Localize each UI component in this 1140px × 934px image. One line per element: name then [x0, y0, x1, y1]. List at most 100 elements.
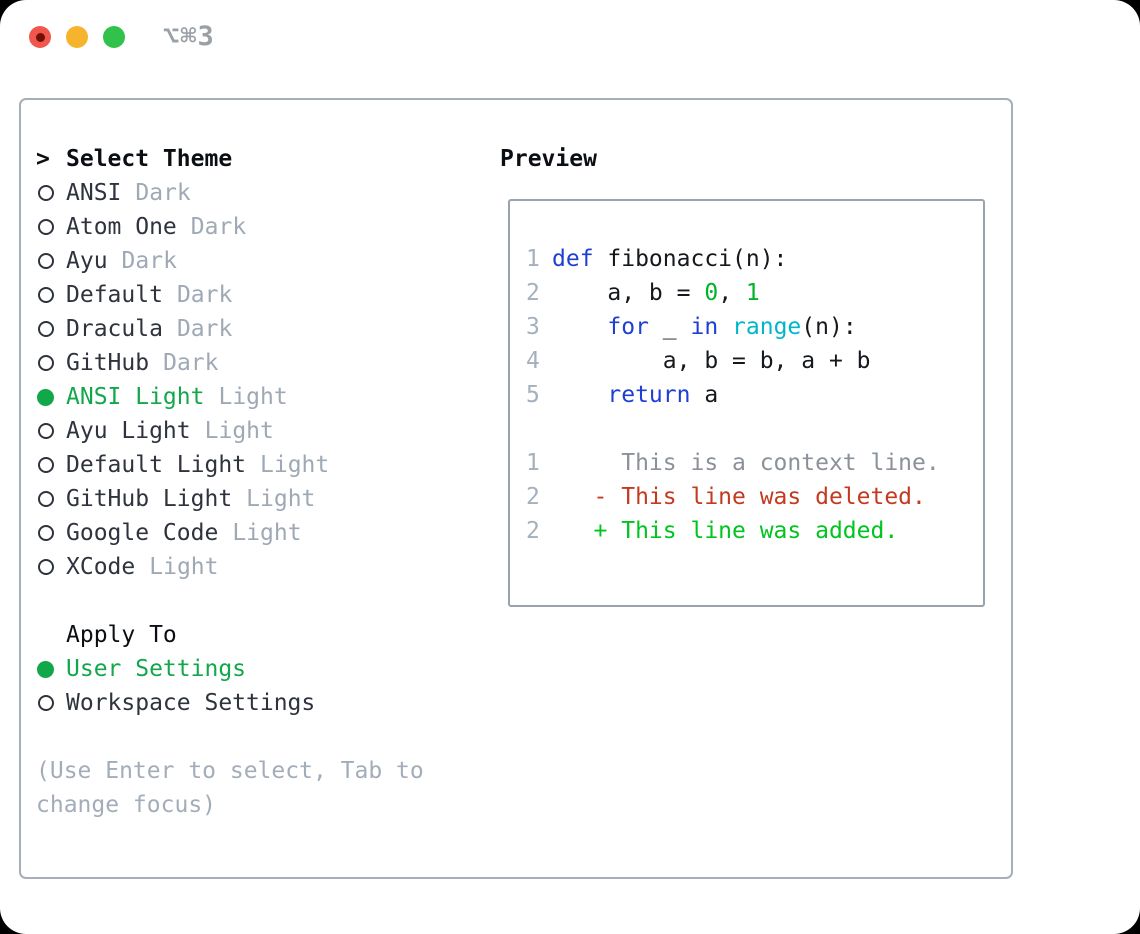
theme-option-label: Default: [66, 282, 163, 308]
radio-marker: [36, 652, 66, 686]
radio-marker: [36, 414, 66, 448]
preview-code-line-3: 3 for _ in range(n):: [526, 310, 983, 344]
code-segment-num: 0: [704, 280, 719, 306]
theme-variant-tag: Light: [246, 486, 316, 512]
keyboard-shortcut-label: ⌥⌘3: [163, 21, 215, 52]
radio-selected-icon: [37, 388, 54, 406]
preview-code-line-2: 2 a, b = 0, 1: [526, 276, 983, 310]
code-segment-plain: (n):: [801, 314, 857, 340]
select-theme-title: Select Theme: [66, 146, 233, 172]
zoom-button[interactable]: [103, 26, 125, 48]
theme-variant-tag: Light: [204, 418, 274, 444]
code-segment-plain: a, b = b, a + b: [552, 348, 871, 374]
help-text-line-2: change focus): [36, 792, 217, 818]
help-text: (Use Enter to select, Tab to change focus…: [36, 754, 481, 822]
select-theme-header: > Select Theme: [36, 142, 481, 176]
line-number: 1: [526, 450, 540, 476]
code-segment-plain: [552, 310, 607, 344]
radio-marker: [36, 278, 66, 312]
line-number: 2: [526, 484, 540, 510]
preview-diff-added-line-9: 2 + This line was added.: [526, 514, 983, 548]
theme-variant-tag: Light: [232, 520, 302, 546]
preview-title: Preview: [500, 146, 597, 172]
radio-unselected-icon: [38, 355, 54, 371]
preview-diff-deleted-line-8: 2 - This line was deleted.: [526, 480, 983, 514]
apply-to-header: Apply To: [36, 618, 481, 652]
code-segment-plain: fibonacci(n):: [593, 246, 788, 272]
apply-to-marker-space: [36, 618, 66, 652]
code-segment-plain: [552, 480, 594, 514]
code-segment-plain: ,: [718, 280, 746, 306]
code-segment-add: + This line was added.: [593, 518, 899, 544]
radio-marker: [36, 448, 66, 482]
theme-option-label: GitHub Light: [66, 486, 233, 512]
code-segment-plain: [552, 378, 607, 412]
line-number: 2: [526, 280, 540, 306]
theme-option-label: Dracula: [66, 316, 163, 342]
apply-option-user-settings[interactable]: User Settings: [36, 652, 481, 686]
code-segment-plain: [552, 514, 594, 548]
prompt-chevron-icon: >: [36, 146, 50, 172]
radio-unselected-icon: [38, 457, 54, 473]
radio-unselected-icon: [38, 219, 54, 235]
radio-marker: [36, 210, 66, 244]
theme-option-label: XCode: [66, 554, 136, 580]
code-segment-kw: in: [690, 314, 719, 340]
theme-variant-tag: Light: [218, 384, 288, 410]
radio-marker: [36, 312, 66, 346]
close-button[interactable]: [29, 26, 51, 48]
code-segment-plain: a, b =: [552, 280, 705, 306]
preview-code-line-4: 4 a, b = b, a + b: [526, 344, 983, 378]
code-segment-kw: for: [607, 314, 649, 340]
help-text-line-1: (Use Enter to select, Tab to: [36, 758, 424, 784]
radio-unselected-icon: [38, 287, 54, 303]
code-segment-kw: def: [552, 246, 594, 272]
spacer: [36, 584, 481, 618]
code-segment-del: - This line was deleted.: [593, 484, 926, 510]
preview-code-line-1: 1 def fibonacci(n):: [526, 242, 983, 276]
theme-option-google-code[interactable]: Google Code Light: [36, 516, 481, 550]
radio-marker: [36, 346, 66, 380]
theme-option-label: Google Code: [66, 520, 219, 546]
minimize-button[interactable]: [66, 26, 88, 48]
radio-unselected-icon: [38, 525, 54, 541]
code-segment-kw: return: [607, 382, 691, 408]
spacer: [36, 720, 481, 754]
line-number: 1: [526, 246, 540, 272]
code-segment-plain: [718, 310, 732, 344]
radio-selected-icon: [37, 660, 54, 678]
preview-blank-line-6: [526, 412, 983, 446]
theme-option-ansi[interactable]: ANSI Dark: [36, 176, 481, 210]
radio-marker: [36, 516, 66, 550]
preview-code-line-5: 5 return a: [526, 378, 983, 412]
code-segment-plain: _: [648, 314, 691, 340]
code-segment-plain: a: [690, 382, 719, 408]
apply-option-label: User Settings: [66, 656, 247, 682]
theme-variant-tag: Dark: [135, 180, 191, 206]
theme-option-github-light[interactable]: GitHub Light Light: [36, 482, 481, 516]
radio-unselected-icon: [38, 423, 54, 439]
radio-marker: [36, 482, 66, 516]
theme-option-label: GitHub: [66, 350, 150, 376]
radio-unselected-icon: [38, 559, 54, 575]
code-segment-fn: range: [732, 314, 802, 340]
radio-marker: [36, 176, 66, 210]
radio-marker: [36, 686, 66, 720]
theme-option-label: ANSI: [66, 180, 122, 206]
apply-option-workspace-settings[interactable]: Workspace Settings: [36, 686, 481, 720]
code-segment-num: 1: [745, 280, 760, 306]
